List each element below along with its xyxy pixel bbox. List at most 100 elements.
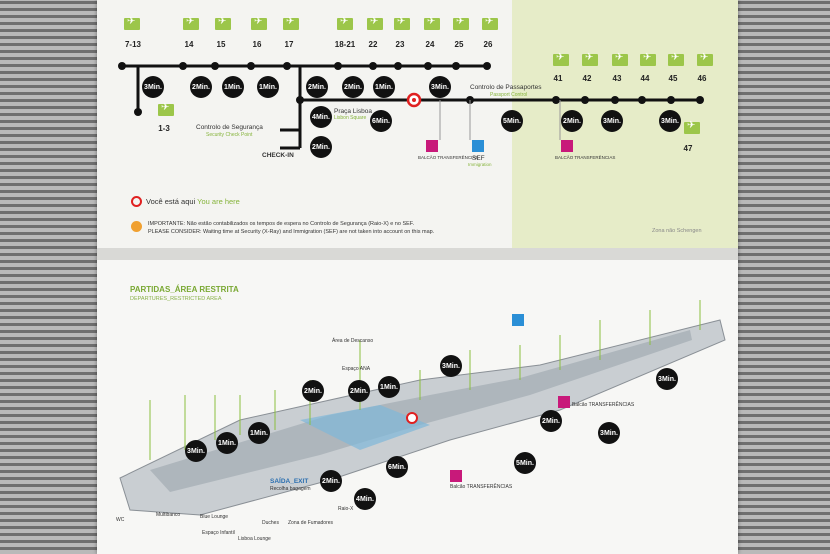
security-label-en: Security Check Point bbox=[206, 132, 253, 138]
exit-label: SAÍDA_EXIT bbox=[270, 478, 309, 485]
transfer-icon bbox=[426, 140, 438, 152]
gate-icon bbox=[337, 16, 353, 30]
walk-time-badge: 3Min. bbox=[659, 110, 681, 132]
gate-number: 17 bbox=[284, 40, 294, 49]
important-note: IMPORTANTE: Não estão contabilizados os … bbox=[148, 221, 415, 227]
walk-time-badge: 2Min. bbox=[540, 410, 562, 432]
walk-time-badge: 2Min. bbox=[302, 380, 324, 402]
gate-number: 41 bbox=[553, 74, 563, 83]
gate-number: 23 bbox=[395, 40, 405, 49]
gate-icon bbox=[158, 102, 174, 116]
gate-number: 47 bbox=[683, 144, 693, 153]
walk-time-badge: 5Min. bbox=[514, 452, 536, 474]
walk-time-badge: 1Min. bbox=[378, 376, 400, 398]
sef-icon bbox=[472, 140, 484, 152]
gate-number: 16 bbox=[252, 40, 262, 49]
gate-number: 18-21 bbox=[334, 40, 356, 49]
blue-lounge-label: Blue Lounge bbox=[200, 514, 229, 520]
passport-label-en: Passport Control bbox=[490, 92, 528, 98]
area-descanso-label: Área de Descanso bbox=[332, 338, 374, 344]
sef-icon bbox=[512, 314, 524, 326]
gate-number: 46 bbox=[697, 74, 707, 83]
walk-time-badge: 6Min. bbox=[370, 110, 392, 132]
exit-sub: Recolha bagagem bbox=[270, 486, 311, 492]
gate-number: 24 bbox=[425, 40, 435, 49]
walk-time-badge: 2Min. bbox=[190, 76, 212, 98]
gate-icon bbox=[367, 16, 383, 30]
wc-label: WC bbox=[116, 517, 125, 523]
walk-time-badge: 3Min. bbox=[185, 440, 207, 462]
you-are-here-en: You are here bbox=[197, 197, 240, 206]
gate-number: 44 bbox=[640, 74, 650, 83]
gate-number: 1-3 bbox=[158, 124, 170, 133]
gate-number: 14 bbox=[184, 40, 194, 49]
gate-icon bbox=[482, 16, 498, 30]
walk-time-badge: 1Min. bbox=[257, 76, 279, 98]
walk-time-badge: 2Min. bbox=[342, 76, 364, 98]
departures-subtitle: DEPARTURES_RESTRICTED AREA bbox=[130, 296, 222, 302]
gate-icon bbox=[251, 16, 267, 30]
gate-icon bbox=[124, 16, 140, 30]
gate-icon bbox=[215, 16, 231, 30]
gate-icon bbox=[553, 52, 569, 66]
gate-number: 45 bbox=[668, 74, 678, 83]
gate-icon bbox=[697, 52, 713, 66]
you-are-here-pt: Você está aqui bbox=[146, 197, 196, 206]
walk-time-badge: 6Min. bbox=[386, 456, 408, 478]
gate-icon bbox=[684, 120, 700, 134]
gate-number: 25 bbox=[454, 40, 464, 49]
walk-time-badge: 3Min. bbox=[142, 76, 164, 98]
checkin-label: CHECK-IN bbox=[262, 152, 294, 159]
walk-time-badge: 2Min. bbox=[561, 110, 583, 132]
gate-icon bbox=[640, 52, 656, 66]
sef-label: SEF bbox=[472, 155, 485, 162]
lisboa-lounge-label: Lisboa Lounge bbox=[238, 536, 271, 542]
espaco-ana-label: Espaço ANA bbox=[342, 366, 371, 372]
gate-icon bbox=[394, 16, 410, 30]
warning-dot-icon bbox=[131, 221, 142, 232]
walk-time-badge: 1Min. bbox=[248, 422, 270, 444]
smoking-label: Zona de Fumadores bbox=[288, 520, 334, 526]
gate-number: 26 bbox=[483, 40, 493, 49]
transfer-icon bbox=[561, 140, 573, 152]
you-are-here-icon bbox=[131, 196, 142, 207]
gate-icon bbox=[612, 52, 628, 66]
balcao-label: Balcão TRANSFERÊNCIAS bbox=[572, 402, 635, 408]
important-note-en: PLEASE CONSIDER: Waiting time at Securit… bbox=[148, 229, 435, 235]
non-schengen-zone bbox=[512, 0, 738, 248]
multibanco-label: Multibanco bbox=[156, 512, 181, 518]
walk-time-badge: 1Min. bbox=[216, 432, 238, 454]
walk-time-badge: 4Min. bbox=[310, 106, 332, 128]
schengen-zone-label: Zona não Schengen bbox=[652, 228, 702, 234]
walk-time-badge: 1Min. bbox=[373, 76, 395, 98]
gate-number: 42 bbox=[582, 74, 592, 83]
duches-label: Duches bbox=[262, 520, 279, 526]
walk-time-badge: 2Min. bbox=[306, 76, 328, 98]
walk-time-badge: 2Min. bbox=[310, 136, 332, 158]
gate-icon bbox=[668, 52, 684, 66]
you-are-here-label: Você está aqui You are here bbox=[146, 197, 240, 206]
sef-label-en: Immigration bbox=[468, 162, 492, 167]
balcao-label: Balcão TRANSFERÊNCIAS bbox=[450, 484, 513, 490]
walk-time-badge: 2Min. bbox=[320, 470, 342, 492]
gate-number: 43 bbox=[612, 74, 622, 83]
transfer-label: BALCÃO TRANSFERÊNCIAS bbox=[418, 155, 479, 160]
gate-number: 7-13 bbox=[124, 40, 141, 49]
walk-time-badge: 2Min. bbox=[348, 380, 370, 402]
raio-x-label: Raio-X bbox=[338, 506, 354, 512]
transfer-icon bbox=[558, 396, 570, 408]
transfer-icon bbox=[450, 470, 462, 482]
gate-icon bbox=[424, 16, 440, 30]
passport-label: Controlo de Passaportes bbox=[470, 84, 542, 91]
departures-title: PARTIDAS_ÁREA RESTRITA bbox=[130, 285, 239, 294]
praca-label-en: Lisbon Square bbox=[334, 115, 367, 121]
walk-time-badge: 3Min. bbox=[601, 110, 623, 132]
walk-time-badge: 5Min. bbox=[501, 110, 523, 132]
espaco-infantil-label: Espaço Infantil bbox=[202, 530, 235, 536]
panel-divider bbox=[97, 248, 738, 260]
praca-label: Praça Lisboa bbox=[334, 108, 372, 115]
gate-number: 15 bbox=[216, 40, 226, 49]
gate-icon bbox=[582, 52, 598, 66]
